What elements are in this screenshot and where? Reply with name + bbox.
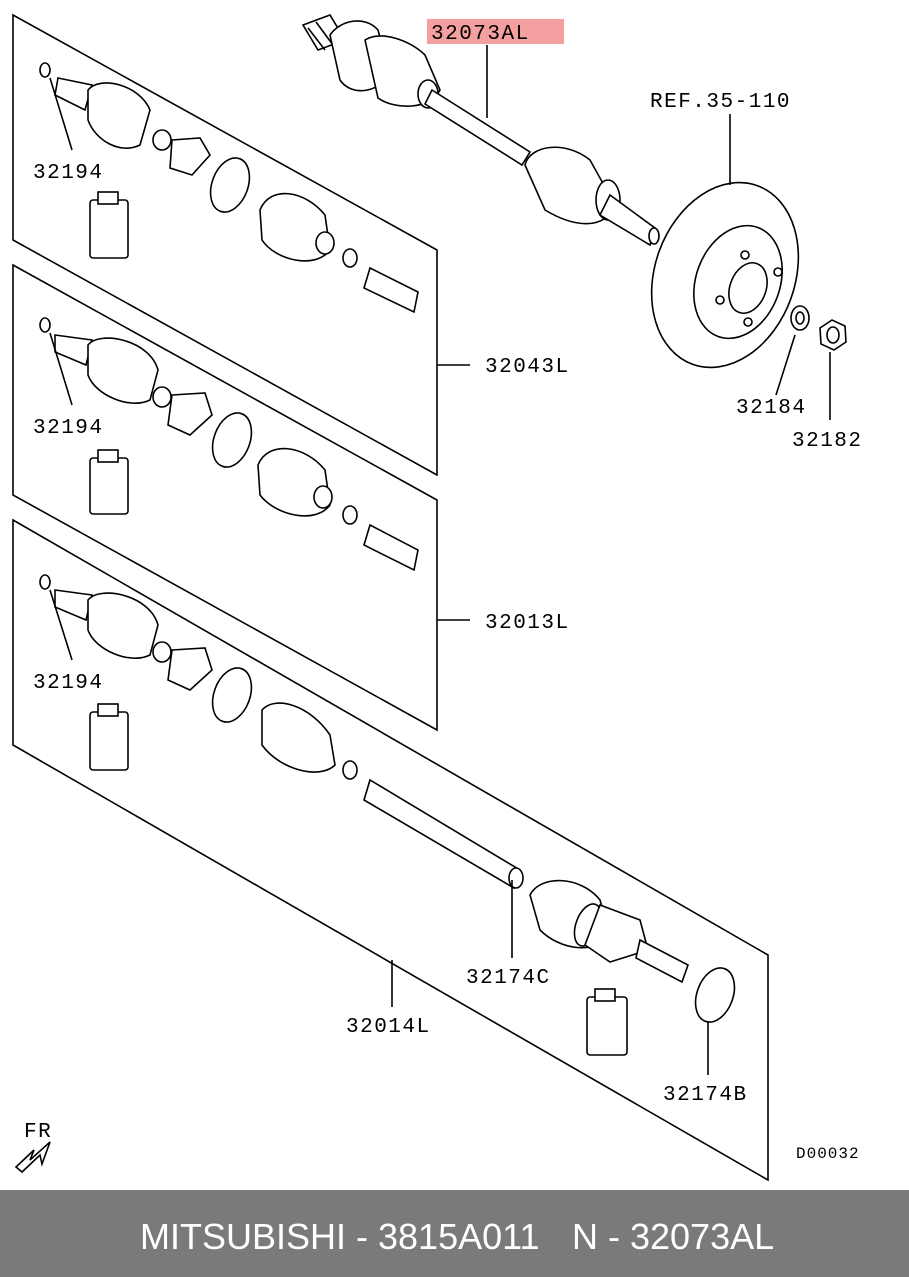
part-number-footer: MITSUBISHI - 3815A011 N - 32073AL bbox=[0, 1190, 909, 1277]
circlip-label-b[interactable]: 32194 bbox=[33, 417, 104, 440]
brake-disc[interactable] bbox=[627, 162, 824, 388]
circlip-label-c[interactable]: 32194 bbox=[33, 672, 104, 695]
kit-a-label[interactable]: 32043L bbox=[485, 356, 570, 379]
brand-part-number: MITSUBISHI - 3815A011 bbox=[140, 1216, 540, 1257]
kit-c-label[interactable]: 32014L bbox=[346, 1016, 431, 1039]
parts-diagram: 32073AL REF.35-110 32184 32182 32194 bbox=[12, 13, 863, 1182]
band-c-label[interactable]: 32174C bbox=[466, 967, 551, 990]
part-number-highlight bbox=[427, 19, 564, 44]
kit-panel-a bbox=[12, 13, 438, 477]
ref-label[interactable]: REF.35-110 bbox=[650, 91, 791, 114]
front-marker-label: FR bbox=[24, 1121, 52, 1144]
kit-panel-b bbox=[12, 263, 438, 732]
oem-part-number: N - 32073AL bbox=[572, 1216, 775, 1257]
drawing-number: D00032 bbox=[796, 1145, 860, 1163]
nut-label[interactable]: 32182 bbox=[792, 430, 863, 453]
main-shaft-label[interactable]: 32073AL bbox=[431, 23, 530, 46]
band-b-label[interactable]: 32174B bbox=[663, 1084, 748, 1107]
drive-shaft-assembly[interactable] bbox=[301, 14, 660, 247]
kit-b-label[interactable]: 32013L bbox=[485, 612, 570, 635]
washer-label[interactable]: 32184 bbox=[736, 397, 807, 420]
front-arrow-icon bbox=[14, 1141, 51, 1174]
hub-nut[interactable] bbox=[819, 319, 847, 351]
kit-c-parts bbox=[39, 574, 736, 1056]
kit-panel-c bbox=[12, 518, 769, 1182]
kit-b-parts bbox=[39, 317, 419, 572]
kit-a-parts bbox=[39, 62, 419, 314]
circlip-label-a[interactable]: 32194 bbox=[33, 162, 104, 185]
